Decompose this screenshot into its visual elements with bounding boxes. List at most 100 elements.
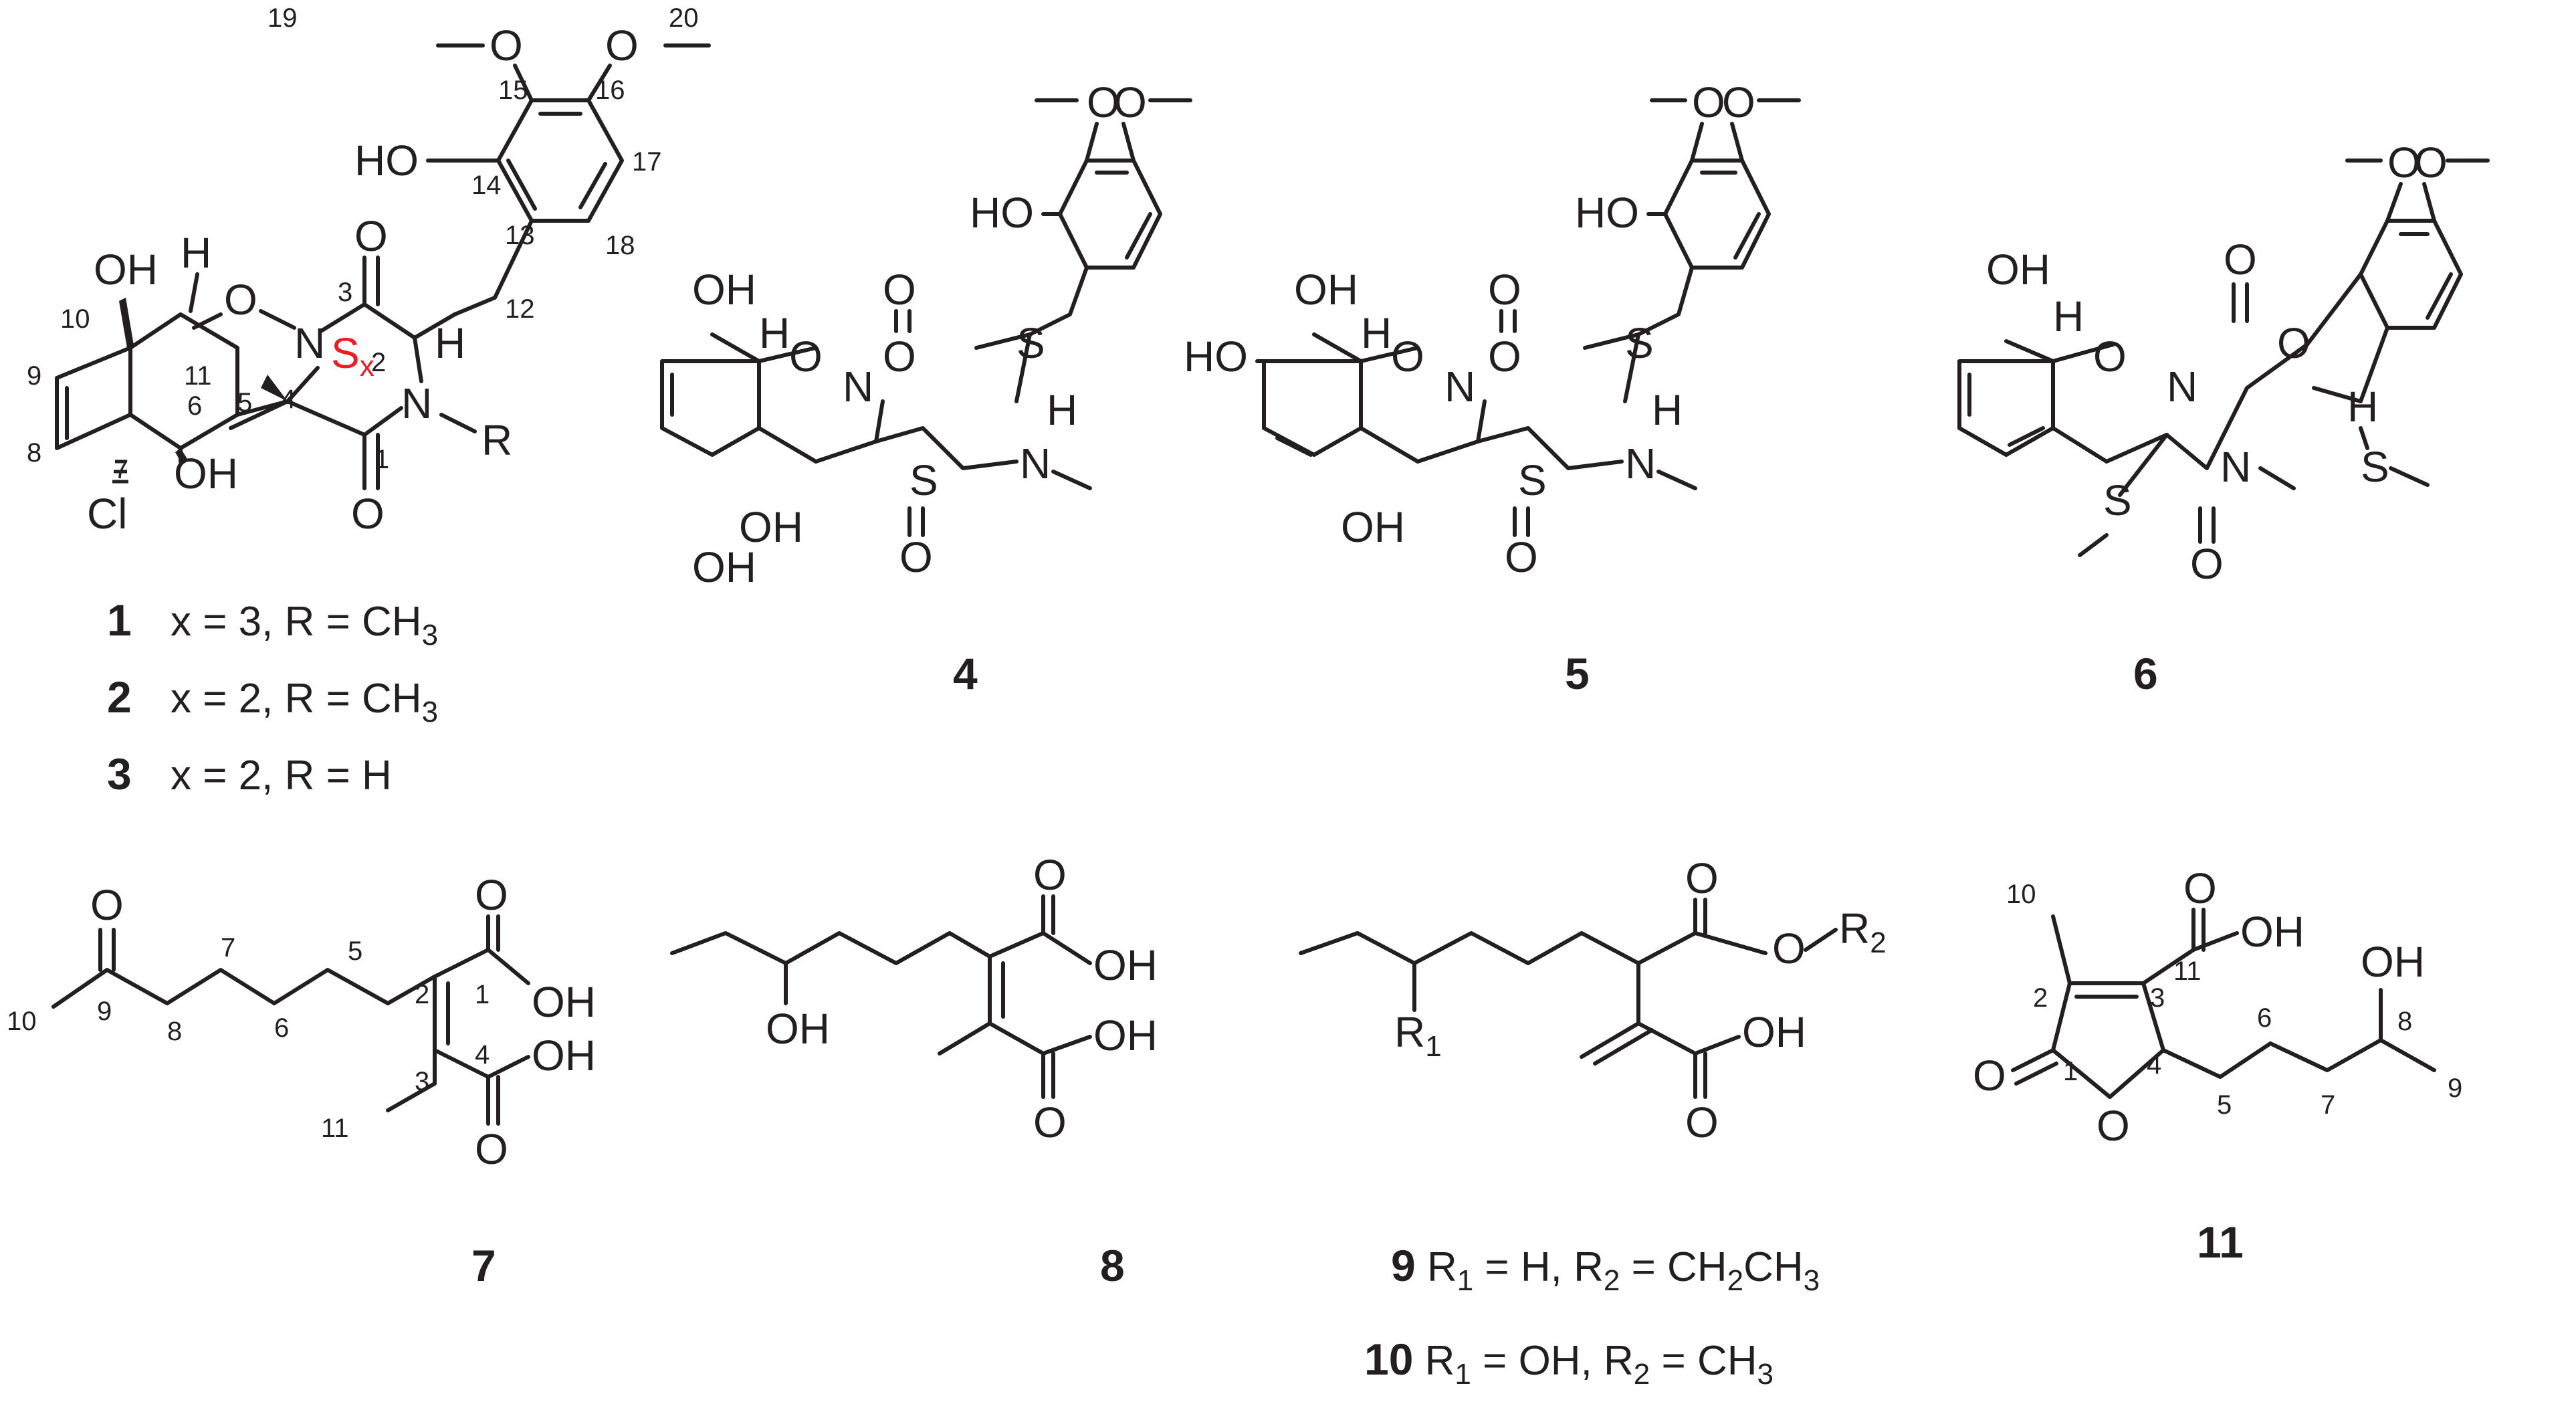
caption-row-3: x = 2, R = H xyxy=(171,753,392,799)
locant-4: 4 xyxy=(2147,1050,2161,1080)
locant-3: 3 xyxy=(338,278,352,307)
atom-r1: R1 xyxy=(1394,1008,1442,1063)
locant-2: 2 xyxy=(371,348,386,377)
atom-o: O xyxy=(1033,851,1067,899)
atom-o: O xyxy=(1722,78,1755,126)
locant-16: 16 xyxy=(595,76,625,105)
atom-o: O xyxy=(1113,78,1147,126)
compound-1-structure: 19 20 O O 15 16 14 17 13 18 HO 12 OH 10 … xyxy=(27,3,711,538)
compound-label-4: 4 xyxy=(953,649,978,698)
atom-o-c1: O xyxy=(351,490,385,538)
atom-o: O xyxy=(90,881,124,929)
atom-o: O xyxy=(1692,78,1725,126)
atom-o: O xyxy=(899,533,933,581)
locant-1: 1 xyxy=(2063,1057,2078,1086)
atom-h: H xyxy=(1652,386,1683,434)
atom-h: H xyxy=(2053,292,2084,340)
locant-10: 10 xyxy=(7,1007,37,1036)
compound-label-11: 11 xyxy=(2197,1217,2244,1267)
locant-20: 20 xyxy=(669,3,699,33)
locant-12: 12 xyxy=(505,294,535,324)
locant-5: 5 xyxy=(348,936,362,966)
locant-17: 17 xyxy=(632,147,662,177)
atom-oh: OH xyxy=(1986,245,2050,294)
locant-14: 14 xyxy=(471,171,502,200)
atom-s: S xyxy=(2361,443,2389,491)
atom-oh: OH xyxy=(692,266,756,314)
compound-label-5: 5 xyxy=(1565,649,1590,698)
atom-cl: Cl xyxy=(87,490,127,538)
atom-o: O xyxy=(789,332,823,381)
atom-oh: OH xyxy=(1093,1011,1158,1060)
atom-n: N xyxy=(2167,363,2197,411)
compound-5-structure: O O HO S H N S O O N O OH H HO OH O xyxy=(1184,78,1801,581)
compound-label-7: 7 xyxy=(471,1241,496,1290)
locant-1: 1 xyxy=(475,980,490,1009)
compound-label-8: 8 xyxy=(1100,1241,1125,1290)
atom-oh: OH xyxy=(532,978,596,1026)
atom-n: N xyxy=(843,363,873,411)
compound-label-6: 6 xyxy=(2133,649,2158,698)
locant-8: 8 xyxy=(167,1017,182,1046)
locant-15: 15 xyxy=(498,76,528,105)
atom-o: O xyxy=(2093,332,2127,381)
locant-7: 7 xyxy=(2321,1090,2335,1120)
atom-h: H xyxy=(1361,309,1392,357)
atom-ho: HO xyxy=(970,189,1034,237)
atom-h-2: H xyxy=(435,319,465,367)
atom-ho: HO xyxy=(1184,332,1248,381)
atom-o: O xyxy=(2277,319,2311,367)
compound-4-structure: O O HO S H N S O O N O OH H OH OH O xyxy=(660,78,1192,591)
locant-11: 11 xyxy=(184,361,212,391)
locant-10: 10 xyxy=(2006,880,2036,909)
atom-o: O xyxy=(475,871,508,919)
atom-oh: OH xyxy=(1341,503,1405,551)
atom-o-c3: O xyxy=(354,212,388,260)
atom-o: O xyxy=(475,1125,508,1173)
atom-o: O xyxy=(1087,78,1120,126)
atom-o: O xyxy=(883,266,916,314)
compound-7-structure: O 10 9 8 7 6 5 2 O OH 1 OH 4 O 3 11 xyxy=(7,871,596,1173)
locant-1: 1 xyxy=(374,445,389,474)
atom-o: O xyxy=(2097,1102,2130,1150)
atom-oh: OH xyxy=(1742,1008,1806,1056)
locant-3: 3 xyxy=(2150,983,2165,1013)
atom-o-ring: O xyxy=(224,276,257,324)
locant-11: 11 xyxy=(2173,957,2202,986)
atom-n-ring: N xyxy=(294,319,325,367)
atom-o: O xyxy=(1505,533,1538,581)
atom-s: S xyxy=(909,456,938,504)
locant-4: 4 xyxy=(475,1040,490,1070)
locant-2: 2 xyxy=(415,980,429,1009)
atom-h-11: H xyxy=(181,229,211,277)
atom-o: O xyxy=(1973,1051,2006,1100)
locant-9: 9 xyxy=(27,361,41,391)
locant-8: 8 xyxy=(2397,1007,2412,1036)
locant-7: 7 xyxy=(114,455,128,484)
atom-h: H xyxy=(1047,386,1077,434)
locant-6: 6 xyxy=(2257,1003,2272,1033)
atom-oh: OH xyxy=(1093,941,1158,989)
atom-o: O xyxy=(1488,332,1521,381)
atom-h: H xyxy=(759,309,790,357)
atom-s: S xyxy=(1016,319,1045,367)
compound-label-1: 1 xyxy=(107,595,132,645)
atom-s-bridge: Sx xyxy=(331,329,374,383)
atom-oh: OH xyxy=(2240,908,2304,956)
atom-o: O xyxy=(2190,540,2224,588)
atom-ho: HO xyxy=(1575,189,1639,237)
atom-h: H xyxy=(2347,383,2378,431)
atom-oh: OH xyxy=(766,1005,830,1053)
atom-o: O xyxy=(1685,1098,1719,1146)
compound-6-structure: O O O H S O N N O OH H S O xyxy=(1957,138,2490,588)
atom-n: N xyxy=(2220,443,2251,491)
locant-7: 7 xyxy=(221,933,235,963)
locant-5: 5 xyxy=(237,388,252,417)
caption-row-1: x = 3, R = CH3 xyxy=(171,599,438,651)
atom-ho-14: HO xyxy=(354,136,419,185)
atom-n: N xyxy=(1625,439,1656,488)
compound-9-10-structure: R1 O O R2 OH O xyxy=(1299,854,1887,1146)
atom-o: O xyxy=(883,332,916,381)
